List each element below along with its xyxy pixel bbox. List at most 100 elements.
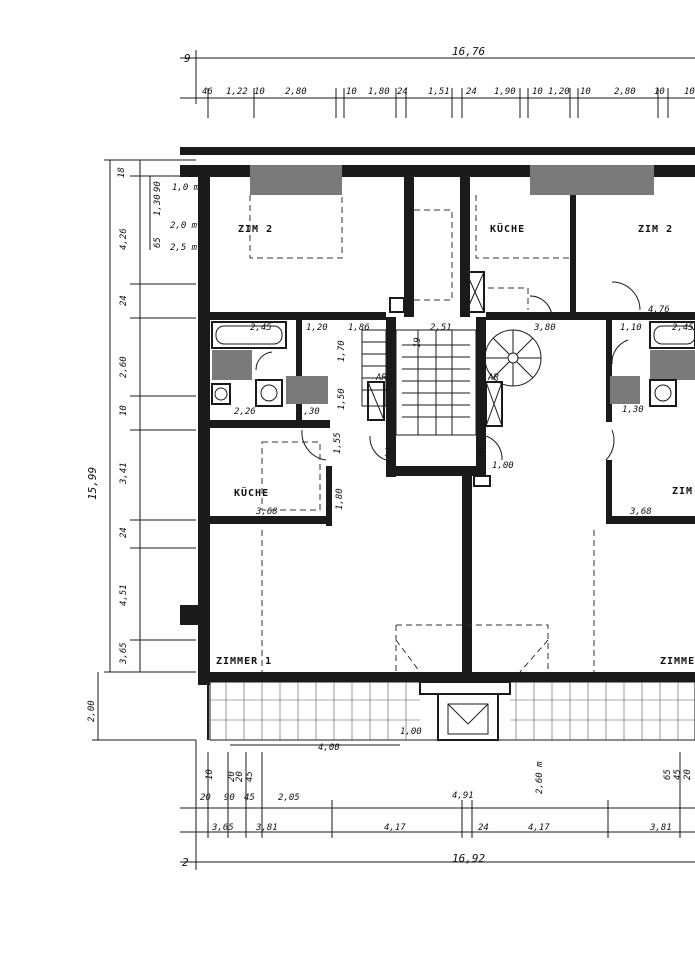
room-label-zimmer1-right: ZIMME xyxy=(660,656,695,667)
interior-dim: 1,70 xyxy=(337,340,347,362)
left-note: 2,0 m xyxy=(170,221,198,231)
bottom-dim: 90 xyxy=(224,793,235,803)
bottom-dim: 20 xyxy=(235,771,245,782)
top-dim: 1,90 xyxy=(494,87,516,97)
left-balcony-dim: 2,00 xyxy=(87,700,97,722)
left-dim: 2,60 xyxy=(119,356,129,378)
left-dim: 10 xyxy=(119,405,129,416)
bottom-dim: 45 xyxy=(244,793,255,803)
closets xyxy=(367,271,503,487)
room-label-kueche-top: KÜCHE xyxy=(490,221,525,235)
interior-dim: 1,55 xyxy=(333,432,343,454)
bottom-right-note: 45 xyxy=(673,769,683,780)
room-labels: ZIM 2 KÜCHE ZIM 2 KÜCHE ZIM ZIMMER 1 ZIM… xyxy=(216,221,695,667)
interior-dim: 2,45 xyxy=(672,323,694,333)
top-dim: 1,51 xyxy=(428,87,450,97)
bottom-axis-label: 2 xyxy=(182,856,189,869)
stair-number-6: 6 xyxy=(478,446,485,459)
top-dim: 24 xyxy=(466,87,477,97)
interior-dim: 2,45 xyxy=(250,323,272,333)
top-dimensions: 9 16,76 46 1,22 10 2,80 10 1,80 24 1,51 … xyxy=(180,45,695,118)
bottom-dim: 2,60 m xyxy=(535,761,545,794)
left-dim: 24 xyxy=(119,295,129,306)
left-inner-dim: 1,30 xyxy=(153,194,163,216)
top-dim: 10 xyxy=(532,87,543,97)
interior-dim: 2,26 xyxy=(234,407,256,417)
left-dim: 18 xyxy=(117,167,127,178)
interior-dim: 3,80 xyxy=(533,323,556,333)
staircase xyxy=(361,329,542,436)
top-dim: 2,80 xyxy=(614,87,636,97)
interior-dim: 1,10 xyxy=(620,323,642,333)
bottom-dim: 3,81 xyxy=(649,823,672,833)
left-dim: 4,26 xyxy=(119,228,129,250)
top-dim: 10 xyxy=(654,87,665,97)
top-total-dimension: 16,76 xyxy=(452,45,485,58)
bottom-dim: 3,65 xyxy=(211,823,234,833)
room-label-zim2-right: ZIM 2 xyxy=(638,224,673,235)
room-label-zimmer1-left: ZIMMER 1 xyxy=(216,656,272,667)
interior-dim: 1,00 xyxy=(492,461,514,471)
window-hatches xyxy=(250,165,654,195)
bottom-dim: 2,05 xyxy=(278,793,300,803)
stair-number-7: 7 xyxy=(384,446,391,459)
interior-walls xyxy=(210,177,695,672)
bottom-dimensions: 2 16,92 10 20 20 45 20 90 45 2,05 4,91 2… xyxy=(180,740,695,870)
bottom-right-note: 65 xyxy=(663,769,673,780)
interior-dimensions: 2,45 2,26 1,30 1,20 1,86 2,51 3,80 1,10 … xyxy=(234,305,694,753)
top-dim: 1,22 xyxy=(226,87,248,97)
bottom-dim: 24 xyxy=(478,823,489,833)
bottom-dim: 4,17 xyxy=(384,823,406,833)
bottom-dim: 4,91 xyxy=(452,791,474,801)
bottom-right-note: 20 xyxy=(683,769,693,780)
top-dim: 2,80 xyxy=(285,87,307,97)
bathrooms xyxy=(211,321,695,407)
interior-dim: 1,86 xyxy=(348,323,370,333)
top-axis-label: 9 xyxy=(184,52,191,65)
bottom-total-dimension: 16,92 xyxy=(452,852,485,865)
room-label-zim-right: ZIM xyxy=(672,486,693,497)
interior-dim: 4,76 xyxy=(648,305,670,315)
room-label-ar-right: AR xyxy=(487,373,499,383)
interior-dim: 1,20 xyxy=(306,323,328,333)
left-total-dimension: 15,99 xyxy=(86,467,99,500)
left-dim: 4,51 xyxy=(119,584,129,606)
bottom-dim: 20 xyxy=(200,793,211,803)
bottom-dim: 45 xyxy=(245,771,255,782)
doors xyxy=(255,281,641,461)
overhead-dashed-lines xyxy=(249,195,595,673)
top-dim: 24 xyxy=(397,87,408,97)
interior-dim: 4,00 xyxy=(318,743,340,753)
interior-dim: 1,00 xyxy=(400,727,422,737)
interior-dim: 1,50 xyxy=(337,388,347,410)
bottom-dim: 10 xyxy=(205,769,215,780)
outer-walls xyxy=(180,147,695,740)
interior-dim: 1,30 xyxy=(622,405,644,415)
left-note: 2,5 m xyxy=(170,243,198,253)
bottom-dim: 20 xyxy=(227,771,237,782)
interior-dim: 1,30 xyxy=(298,407,320,417)
left-note: 1,0 m xyxy=(172,183,200,193)
interior-dim: 3,68 xyxy=(629,507,652,517)
room-label-kueche-left: KÜCHE xyxy=(234,485,269,499)
top-dim: 46 xyxy=(202,87,213,97)
left-dim: 24 xyxy=(119,527,129,538)
bottom-dim: 3,81 xyxy=(255,823,278,833)
room-label-ar-left: AR xyxy=(375,373,387,383)
interior-dim: 1,80 xyxy=(335,488,345,510)
top-dim: 10 xyxy=(684,87,695,97)
interior-dim: 3,68 xyxy=(255,507,278,517)
left-inner-dim: 90 xyxy=(153,181,163,192)
top-dim: 10 xyxy=(580,87,591,97)
bottom-dim: 4,17 xyxy=(528,823,550,833)
left-inner-dim: 65 xyxy=(153,237,163,248)
left-dim: 3,65 xyxy=(119,642,129,665)
top-dim: 1,20 xyxy=(548,87,570,97)
top-dim: 1,80 xyxy=(368,87,390,97)
interior-dim: 19 xyxy=(413,337,423,348)
left-dim: 3,41 xyxy=(119,462,129,485)
room-label-zim2-left: ZIM 2 xyxy=(238,224,273,235)
top-dim: 10 xyxy=(346,87,357,97)
left-dimensions: 18 4,26 24 2,60 10 3,41 24 4,51 3,65 15,… xyxy=(86,159,200,741)
